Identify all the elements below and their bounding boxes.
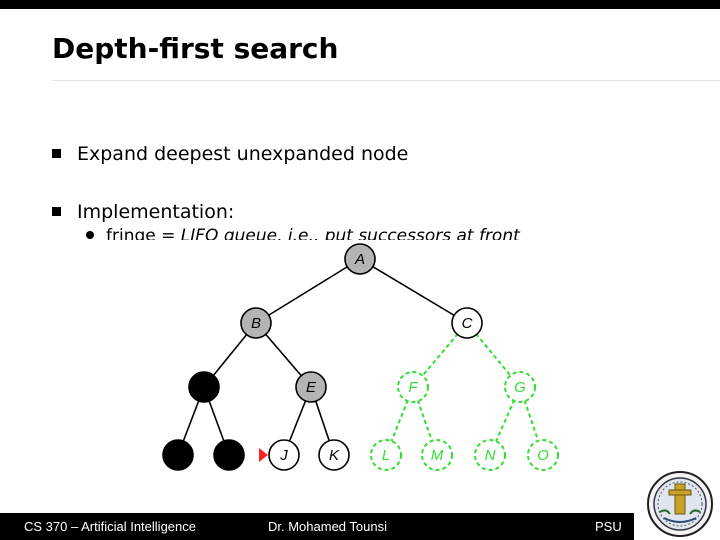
tree-node-label: G	[514, 379, 526, 396]
tree-node-label: C	[462, 315, 473, 332]
tree-edge	[385, 386, 414, 456]
tree-edge	[359, 258, 468, 324]
title-divider	[52, 80, 720, 81]
tree-node-label: A	[354, 251, 365, 268]
bullet-text: Expand deepest unexpanded node	[77, 143, 409, 165]
sub-bullet-clip: fringe = LIFO queue, i.e., put successor…	[0, 226, 720, 240]
footer-bar: CS 370 – Artificial Intelligence Dr. Moh…	[0, 513, 634, 540]
university-seal-icon	[647, 471, 713, 537]
tree-node-removed-8	[213, 439, 245, 471]
tree-node-label: O	[537, 447, 549, 464]
bullet-square-icon	[52, 149, 61, 158]
tree-node-label: F	[408, 379, 418, 396]
footer-institution: PSU	[595, 519, 622, 534]
tree-node-label: N	[485, 447, 496, 464]
tree-node-c: C	[451, 307, 483, 339]
tree-node-label: K	[329, 447, 340, 464]
tree-node-label: L	[382, 447, 390, 464]
slide-title: Depth-first search	[52, 32, 339, 65]
tree-node-label: E	[306, 379, 317, 396]
bullet-dot-icon	[86, 231, 94, 239]
tree-node-removed-3	[188, 371, 220, 403]
footer-course: CS 370 – Artificial Intelligence	[24, 519, 196, 534]
current-node-pointer-icon	[259, 448, 268, 462]
bullet-square-icon	[52, 207, 61, 216]
bullet-text: Implementation:	[77, 201, 235, 223]
bullet-item: Expand deepest unexpanded node	[52, 143, 408, 165]
tree-node-removed-7	[162, 439, 194, 471]
top-bar	[0, 0, 720, 9]
tree-node-label: J	[279, 447, 288, 464]
bullet-item: Implementation:	[52, 201, 234, 223]
sub-bullet-prefix: fringe =	[106, 226, 181, 240]
tree-edge	[412, 386, 438, 456]
footer-instructor: Dr. Mohamed Tounsi	[268, 519, 387, 534]
tree-node-label: B	[251, 315, 261, 332]
tree-edge	[255, 258, 361, 324]
tree-node-label: M	[431, 447, 444, 464]
tree-node-e: E	[295, 371, 327, 403]
tree-edge	[489, 386, 521, 456]
tree-node-n: N	[474, 439, 506, 471]
tree-node-o: O	[527, 439, 559, 471]
sub-bullet-item: fringe = LIFO queue, i.e., put successor…	[86, 226, 520, 240]
tree-node-a: A	[344, 243, 376, 275]
tree-node-m: M	[421, 439, 453, 471]
tree-node-g: G	[504, 371, 536, 403]
tree-node-l: L	[370, 439, 402, 471]
tree-node-f: F	[397, 371, 429, 403]
sub-bullet-italic: LIFO queue, i.e., put successors at fron…	[180, 226, 520, 240]
tree-node-j: J	[268, 439, 300, 471]
tree-node-b: B	[240, 307, 272, 339]
tree-node-k: K	[318, 439, 350, 471]
